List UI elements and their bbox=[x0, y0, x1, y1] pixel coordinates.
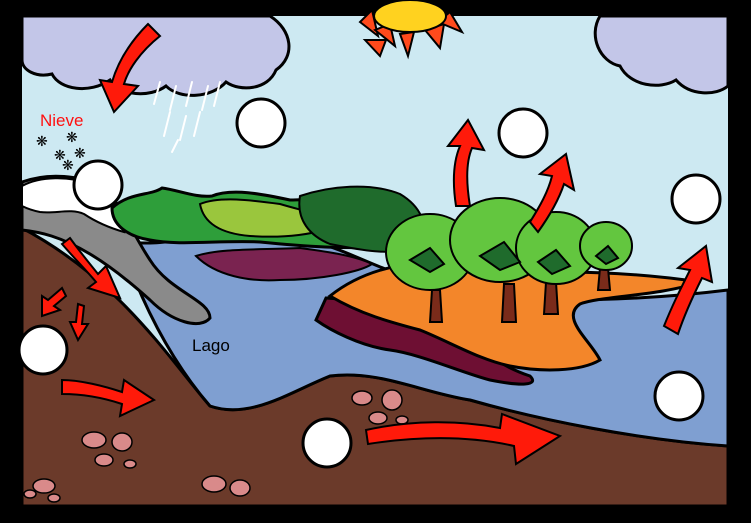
svg-text:❋: ❋ bbox=[62, 158, 74, 174]
blank-circle-5[interactable] bbox=[19, 326, 67, 374]
blank-circle-2[interactable] bbox=[499, 109, 547, 157]
forest-left bbox=[112, 187, 424, 252]
svg-text:❋: ❋ bbox=[66, 130, 78, 146]
svg-text:❋: ❋ bbox=[74, 146, 86, 162]
lake-label: Lago bbox=[192, 336, 230, 355]
blank-circle-3[interactable] bbox=[672, 175, 720, 223]
cloud-left bbox=[22, 16, 289, 95]
blank-circle-7[interactable] bbox=[303, 419, 351, 467]
blank-circle-6[interactable] bbox=[655, 372, 703, 420]
blank-circle-4[interactable] bbox=[74, 161, 122, 209]
svg-text:❋: ❋ bbox=[36, 134, 48, 150]
blank-circle-1[interactable] bbox=[237, 99, 285, 147]
snow-label: Nieve bbox=[40, 111, 83, 130]
